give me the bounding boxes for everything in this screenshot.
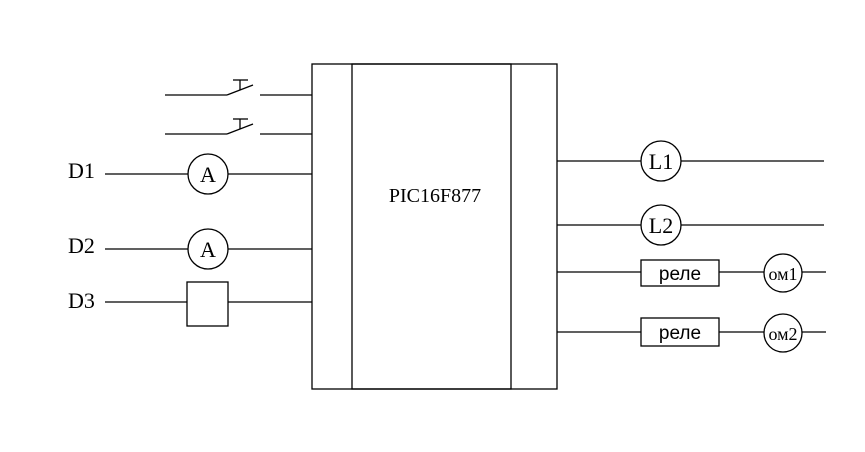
push-button-2 — [165, 118, 312, 135]
chip-outline — [311, 63, 558, 390]
input-label-d1: D1 — [68, 158, 95, 183]
chip-core — [351, 63, 512, 390]
sensor-a2-label: A — [200, 237, 216, 262]
chip-label: PIC16F877 — [389, 185, 481, 207]
push-button-1 — [165, 79, 312, 96]
sensor-a1-label: A — [200, 162, 216, 187]
relay2-label: реле — [659, 323, 701, 344]
load-om2-label: ом2 — [768, 324, 797, 344]
lamp-l2-label: L2 — [649, 213, 673, 238]
load-om1-circle — [763, 253, 803, 293]
lamp-l1-label: L1 — [649, 149, 673, 174]
relay1-label: реле — [659, 264, 701, 285]
d3-element-box — [186, 281, 229, 327]
input-label-d2: D2 — [68, 233, 95, 258]
input-label-d3: D3 — [68, 288, 95, 313]
load-om1-label: ом1 — [768, 264, 797, 284]
relay1-box — [640, 259, 720, 287]
load-om2-circle — [763, 313, 803, 353]
